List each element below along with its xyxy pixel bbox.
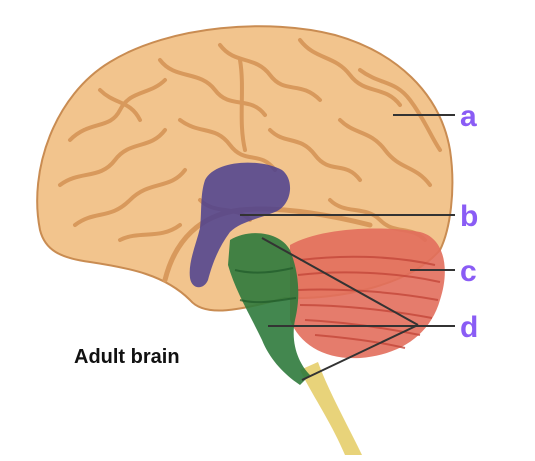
diencephalon (189, 162, 291, 288)
leader-lines (240, 114, 455, 381)
label-d: d (460, 311, 478, 344)
spinal-cord (300, 362, 362, 455)
diagram-caption: Adult brain (74, 346, 180, 368)
leader-line-d-upper (261, 237, 419, 326)
cerebellum (290, 228, 445, 359)
label-a: a (460, 100, 477, 133)
brainstem (228, 233, 310, 385)
label-b: b (460, 200, 478, 233)
leader-line-d-lower (301, 324, 419, 381)
label-c: c (460, 255, 477, 288)
